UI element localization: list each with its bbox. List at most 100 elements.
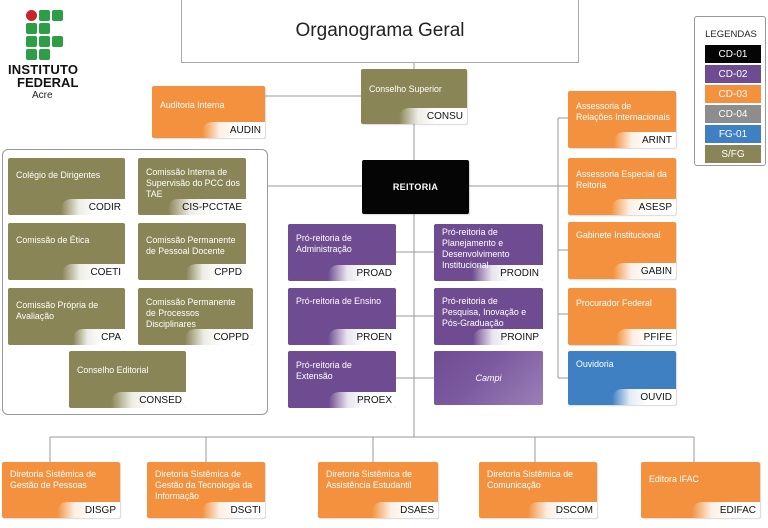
unit-label: Comissão de Ética [16,235,90,245]
unit-label: Procurador Federal [576,298,652,308]
unit-code: DSAES [372,502,438,518]
legend-item-cd02: CD-02 [705,65,761,83]
logo-text-line3: Acre [32,90,53,101]
unit-coeti[interactable]: Comissão de Ética COETI [8,223,125,280]
unit-dsgti[interactable]: Diretoria Sistêmica de Gestão da Tecnolo… [147,462,265,518]
unit-audin[interactable]: Auditoria Interna AUDIN [152,86,265,138]
unit-label: Diretoria Sistêmica de Gestão de Pessoas [10,469,97,490]
legend-item-sfg: S/FG [705,145,761,163]
unit-code: ASESP [610,199,676,215]
unit-code: EDIFAC [691,502,760,518]
unit-label: Diretoria Sistêmica de Assistência Estud… [326,469,413,490]
unit-code: DSCOM [527,502,597,518]
unit-proex[interactable]: Pró-reitoria de Extensão PROEX [288,351,396,408]
unit-codir[interactable]: Colégio de Dirigentes CODIR [8,158,125,215]
unit-asesp[interactable]: Assessoria Especial da Reitoria ASESP [568,158,676,215]
unit-reitoria[interactable]: REITORIA [362,160,469,214]
unit-code: OUVID [612,389,676,405]
legend-title: LEGENDAS [705,29,757,40]
unit-code: AUDIN [201,122,265,138]
unit-code: PRODIN [472,265,543,281]
unit-cppd[interactable]: Comissão Permanente de Pessoal Docente C… [138,223,246,280]
unit-consu[interactable]: Conselho Superior CONSU [361,69,467,124]
logo-square-red [26,10,37,21]
logo-text-line2: FEDERAL [17,75,79,90]
unit-label: Conselho Editorial [77,365,149,375]
page-title: Organograma Geral [181,0,579,63]
unit-label: Pró-reitoria de Ensino [296,296,382,306]
legend-item-fg01: FG-01 [705,125,761,143]
unit-code: ARINT [614,132,676,148]
unit-label: Pró-reitoria de Planejamento e Desenvolv… [442,227,510,270]
logo-square [39,36,50,47]
unit-code: COPPD [185,329,253,345]
logo-square [26,49,37,60]
unit-code: COETI [62,264,125,280]
legend-item-cd01: CD-01 [705,45,761,63]
logo-square [52,10,63,21]
unit-label: Ouvidoria [576,359,614,369]
unit-label: Pró-reitoria de Administração [296,233,352,254]
unit-label: Comissão Interna de Supervisão do PCC do… [146,167,240,199]
unit-label: Diretoria Sistêmica de Gestão da Tecnolo… [155,469,253,501]
unit-label: Diretoria Sistêmica de Comunicação [487,469,574,490]
logo-square [26,36,37,47]
unit-label: Pró-reitoria de Pesquisa, Inovação e Pós… [442,296,527,328]
unit-label: Conselho Superior [369,84,442,94]
unit-proen[interactable]: Pró-reitoria de Ensino PROEN [288,288,396,345]
legend-item-cd04: CD-04 [705,105,761,123]
unit-label: Assessoria Especial da Reitoria [576,169,667,190]
unit-arint[interactable]: Assessoria de Relações Internacionais AR… [568,91,676,148]
unit-code: CONSU [398,108,467,124]
unit-code: PROEX [328,392,396,408]
unit-dscom[interactable]: Diretoria Sistêmica de Comunicação DSCOM [479,462,597,518]
logo-square [26,23,37,34]
logo-square [39,23,50,34]
unit-label: Assessoria de Relações Internacionais [576,101,670,122]
unit-label: Colégio de Dirigentes [16,170,101,180]
legend-item-cd03: CD-03 [705,85,761,103]
unit-ouvid[interactable]: Ouvidoria OUVID [568,351,676,405]
unit-label: Auditoria Interna [160,100,225,110]
unit-code: PFIFE [615,329,676,345]
logo-grid-icon [26,10,74,60]
unit-proad[interactable]: Pró-reitoria de Administração PROAD [288,224,396,281]
unit-coppd[interactable]: Comissão Permanente de Processos Discipl… [138,288,253,345]
unit-code: PROEN [328,329,396,345]
unit-disgp[interactable]: Diretoria Sistêmica de Gestão de Pessoas… [2,462,120,518]
unit-code: CPPD [186,264,246,280]
unit-consed[interactable]: Conselho Editorial CONSED [69,351,186,408]
unit-label: Gabinete Institucional [576,230,661,240]
logo-text-line1: INSTITUTO [8,62,79,77]
unit-code: CODIR [60,199,125,215]
unit-edifac[interactable]: Editora IFAC EDIFAC [641,462,760,518]
institution-logo: INSTITUTO FEDERAL Acre [8,10,92,102]
unit-code: DSGTI [202,502,265,518]
unit-code: PROAD [328,265,396,281]
unit-label: Comissão Permanente de Processos Discipl… [146,297,236,329]
unit-label: Campi [475,373,502,383]
unit-gabin[interactable]: Gabinete Institucional GABIN [568,222,676,279]
unit-code: CIS-PCCTAE [168,199,246,215]
unit-campi[interactable]: Campi [434,351,543,405]
unit-label: Comissão Permanente de Pessoal Docente [146,235,236,256]
unit-label: Pró-reitoria de Extensão [296,360,352,381]
unit-prodin[interactable]: Pró-reitoria de Planejamento e Desenvolv… [434,224,543,281]
unit-label: REITORIA [392,182,439,192]
unit-code: GABIN [612,263,676,279]
unit-label: Comissão Própria de Avaliação [16,300,99,321]
unit-dsaes[interactable]: Diretoria Sistêmica de Assistência Estud… [318,462,438,518]
unit-pfife[interactable]: Procurador Federal PFIFE [568,288,676,345]
unit-label: Editora IFAC [649,474,699,484]
unit-code: DISGP [56,502,120,518]
unit-proinp[interactable]: Pró-reitoria de Pesquisa, Inovação e Pós… [434,288,543,345]
unit-cispcctae[interactable]: Comissão Interna de Supervisão do PCC do… [138,158,246,215]
unit-code: CONSED [111,392,186,408]
unit-code: PROINP [472,329,543,345]
logo-square [52,36,63,47]
legend-panel: LEGENDAS CD-01 CD-02 CD-03 CD-04 FG-01 S… [694,16,766,166]
unit-cpa[interactable]: Comissão Própria de Avaliação CPA [8,288,125,345]
logo-square [39,10,50,21]
unit-code: CPA [73,329,125,345]
